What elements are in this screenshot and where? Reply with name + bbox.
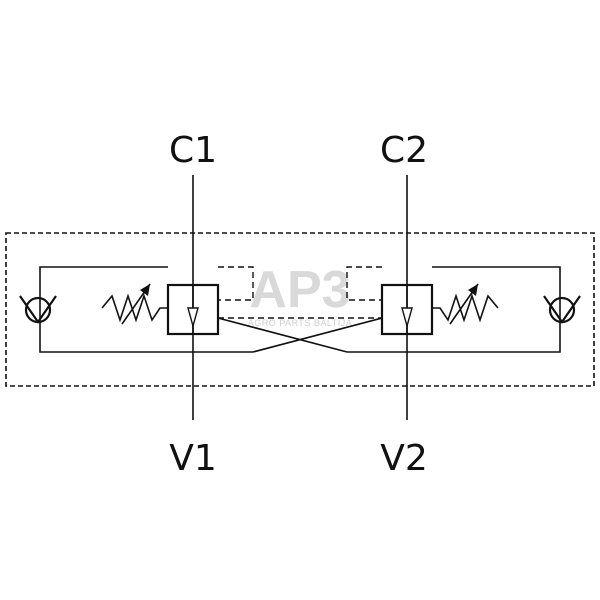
right-adjust-arrow-icon [468,284,478,296]
port-label-v1: V1 [169,438,217,479]
right-valve-arrow-icon [401,307,413,329]
cross-lines [217,317,383,353]
watermark-logo: AP3 [249,261,350,319]
valve-body-outline [5,232,595,387]
right-counterbalance-valve [380,283,499,336]
right-pilot-line [346,266,382,301]
left-check-valve-icon [19,295,57,324]
watermark-subtext: AGRO PARTS BALTIJA [248,318,353,328]
right-check-seat [543,295,581,324]
left-valve-arrow-icon [187,307,199,329]
left-circuit [39,266,254,353]
watermark: AP3 AGRO PARTS BALTIJA [248,261,353,328]
right-check-valve-icon [543,295,581,324]
port-label-c2: C2 [380,130,428,171]
right-main-line [347,266,561,353]
right-spring-icon [432,293,499,323]
right-circuit [346,266,561,353]
cross-line-b [217,317,348,353]
cross-line-a [252,317,383,353]
left-check-seat [19,295,57,324]
port-label-v2: V2 [380,438,428,479]
left-pilot-line [218,266,254,301]
port-label-c1: C1 [169,130,217,171]
left-spring-icon [101,293,168,323]
left-adjust-arrow-icon [140,284,150,296]
left-counterbalance-valve [101,283,220,336]
left-main-line [39,266,253,353]
